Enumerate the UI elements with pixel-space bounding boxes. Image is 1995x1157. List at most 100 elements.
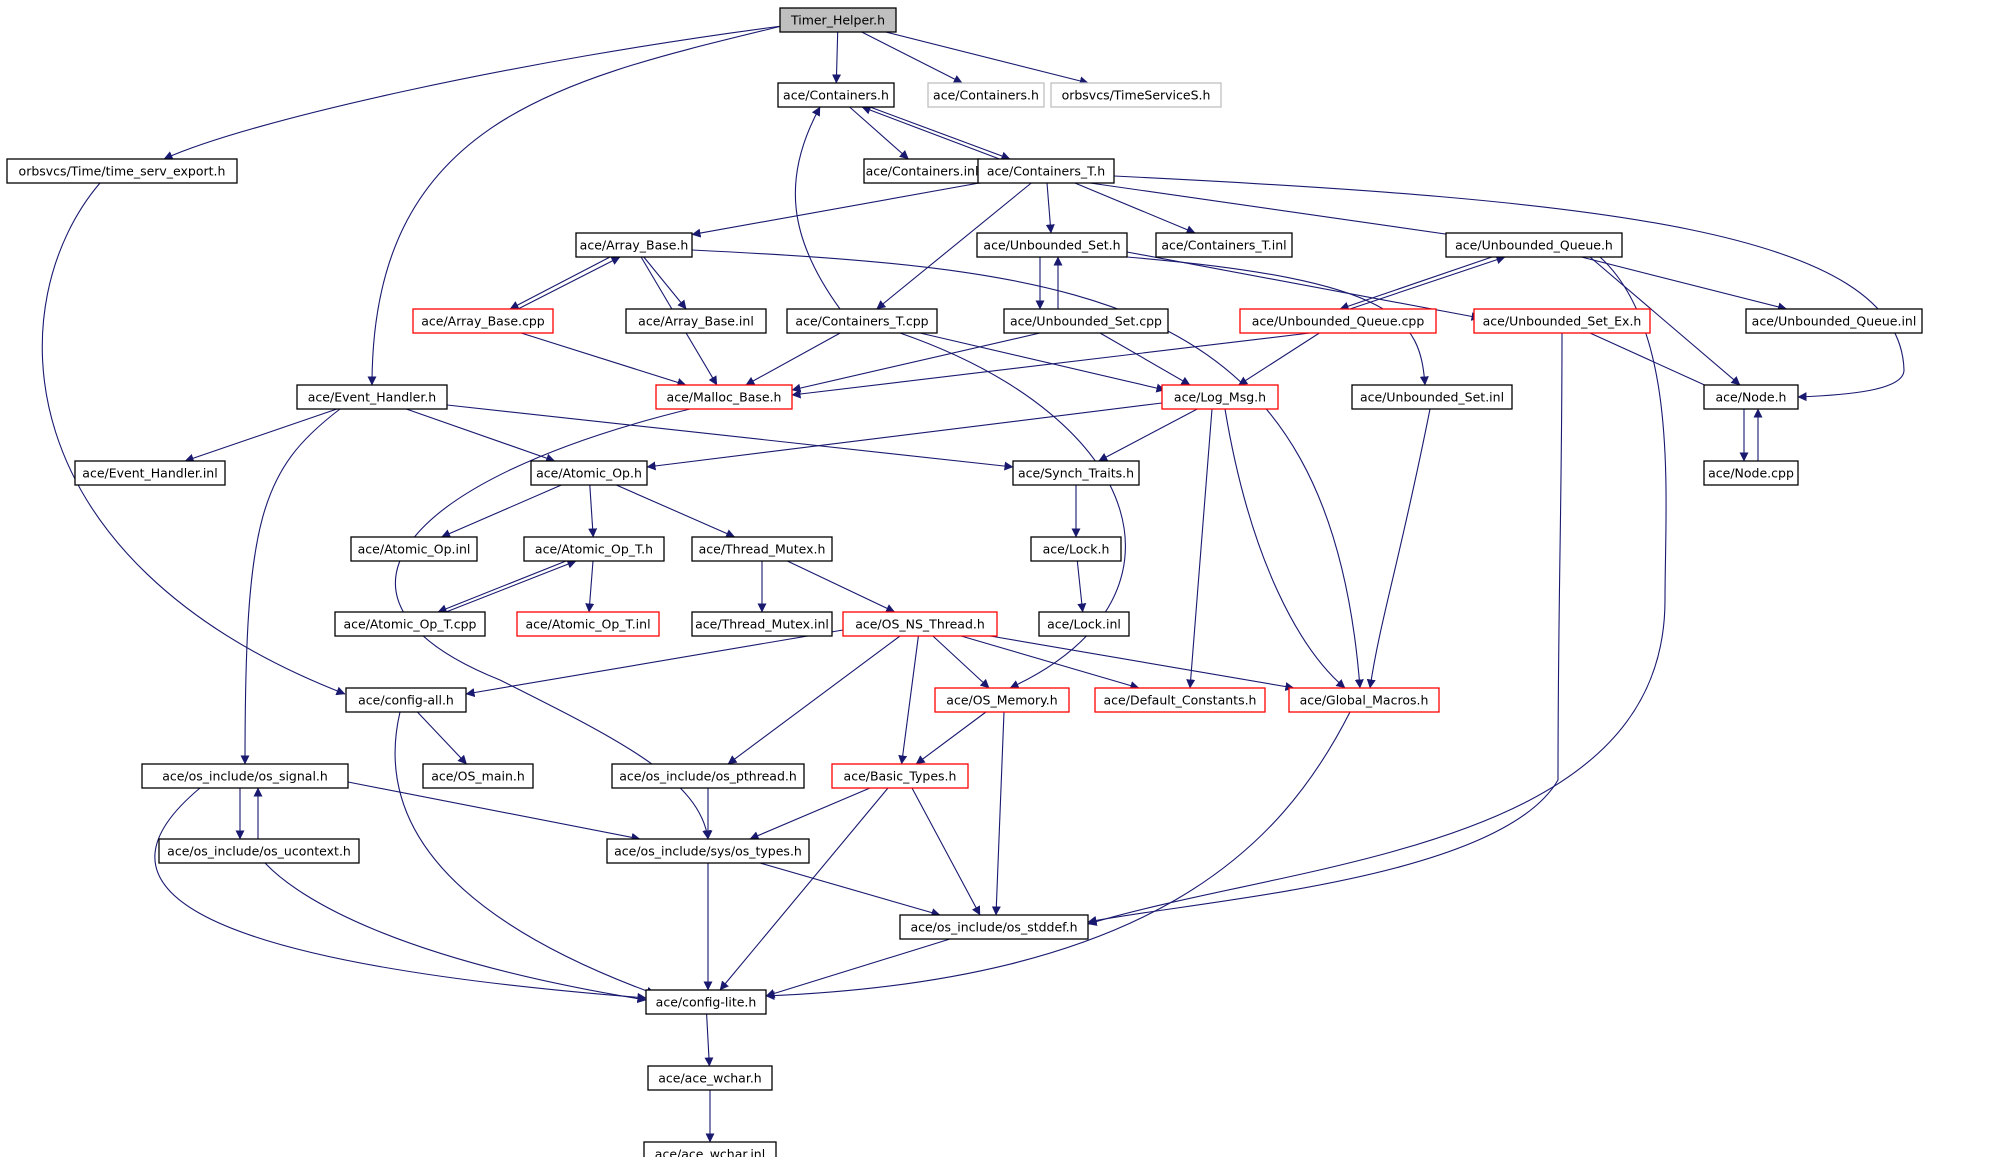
node-array-base-cpp[interactable]: ace/Array_Base.cpp	[412, 308, 554, 334]
node-event-handler-h[interactable]: ace/Event_Handler.h	[296, 384, 448, 410]
node-label: orbsvcs/Time/time_serv_export.h	[19, 164, 226, 179]
node-label: ace/Containers_T.cpp	[795, 314, 928, 329]
node-box	[777, 82, 895, 108]
edge-time_serv_export-to-config_all_h	[41, 182, 346, 696]
edge-containers_t_h-to-array_base_h	[691, 182, 980, 238]
node-array-base-h[interactable]: ace/Array_Base.h	[575, 232, 693, 258]
node-time-serv-export[interactable]: orbsvcs/Time/time_serv_export.h	[6, 158, 238, 184]
edge-config_all_h-to-config_lite_h	[394, 711, 656, 996]
node-unbounded-set-cpp[interactable]: ace/Unbounded_Set.cpp	[1003, 308, 1169, 334]
node-box	[74, 460, 226, 486]
node-atomic-op-t-cpp[interactable]: ace/Atomic_Op_T.cpp	[334, 611, 486, 637]
node-os-memory-h[interactable]: ace/OS_Memory.h	[934, 687, 1070, 713]
node-log-msg-h[interactable]: ace/Log_Msg.h	[1161, 384, 1279, 410]
node-atomic-op-t-inl[interactable]: ace/Atomic_Op_T.inl	[516, 611, 660, 637]
node-box	[831, 763, 969, 789]
node-os-signal-h[interactable]: ace/os_include/os_signal.h	[141, 763, 349, 789]
node-os-ucontext-h[interactable]: ace/os_include/os_ucontext.h	[158, 838, 360, 864]
node-node-h[interactable]: ace/Node.h	[1703, 384, 1799, 410]
node-label: ace/Containers_T.h	[987, 164, 1105, 179]
node-lock-h[interactable]: ace/Lock.h	[1030, 536, 1122, 562]
node-global-macros-h[interactable]: ace/Global_Macros.h	[1288, 687, 1440, 713]
node-array-base-inl[interactable]: ace/Array_Base.inl	[625, 308, 767, 334]
node-node-cpp[interactable]: ace/Node.cpp	[1703, 460, 1799, 486]
edge-unbounded_set_cpp-to-log_msg_h	[1099, 332, 1191, 386]
node-lock-inl[interactable]: ace/Lock.inl	[1038, 611, 1130, 637]
node-unbounded-set-h[interactable]: ace/Unbounded_Set.h	[976, 232, 1128, 258]
edge-containers_t_h-to-unbounded_queue_h	[1089, 182, 1481, 243]
node-unbounded-queue-cpp[interactable]: ace/Unbounded_Queue.cpp	[1239, 308, 1437, 334]
node-box	[523, 536, 665, 562]
node-atomic-op-h[interactable]: ace/Atomic_Op.h	[530, 460, 648, 486]
node-label: ace/Synch_Traits.h	[1018, 466, 1134, 481]
node-unbounded-queue-h[interactable]: ace/Unbounded_Queue.h	[1445, 232, 1623, 258]
node-label: ace/Atomic_Op_T.h	[535, 542, 653, 557]
node-thread-mutex-h[interactable]: ace/Thread_Mutex.h	[691, 536, 833, 562]
edge-containers_t_cpp-to-log_msg_h	[919, 332, 1166, 393]
node-box	[422, 763, 534, 789]
edge-lock_h-to-lock_inl	[1076, 560, 1087, 613]
edge-unbounded_set_h-to-unbounded_set_inl	[1126, 256, 1429, 386]
edge-containers_t_h-to-containers_t_inl	[1074, 182, 1196, 234]
node-label: ace/Default_Constants.h	[1104, 693, 1257, 708]
node-ace-wchar-inl[interactable]: ace/ace_wchar.inl	[643, 1141, 777, 1157]
node-box	[863, 158, 981, 184]
node-timer-helper[interactable]: Timer_Helper.h	[779, 7, 897, 33]
node-containers-t-inl[interactable]: ace/Containers_T.inl	[1155, 232, 1293, 258]
node-malloc-base-h[interactable]: ace/Malloc_Base.h	[655, 384, 793, 410]
edge-unbounded_queue_cpp-to-unbounded_queue_h	[1349, 255, 1506, 310]
node-box	[6, 158, 238, 184]
edge-containers_t_cpp-to-containers_h	[794, 106, 841, 310]
node-ace-wchar-h[interactable]: ace/ace_wchar.h	[647, 1065, 773, 1091]
node-os-main-h[interactable]: ace/OS_main.h	[422, 763, 534, 789]
node-unbounded-set-inl[interactable]: ace/Unbounded_Set.inl	[1351, 384, 1513, 410]
node-basic-types-h[interactable]: ace/Basic_Types.h	[831, 763, 969, 789]
node-os-stddef-h[interactable]: ace/os_include/os_stddef.h	[899, 914, 1089, 940]
node-synch-traits-h[interactable]: ace/Synch_Traits.h	[1012, 460, 1140, 486]
edge-unbounded_set_cpp-to-malloc_base_h	[791, 332, 1041, 393]
edge-basic_types_h-to-os_stddef_h	[911, 787, 981, 916]
node-label: ace/Unbounded_Set.cpp	[1010, 314, 1162, 329]
node-label: ace/os_include/sys/os_types.h	[614, 844, 802, 859]
node-box	[899, 914, 1089, 940]
edge-unbounded_set_h-to-unbounded_set_ex_h	[1126, 251, 1481, 321]
node-label: ace/os_include/os_signal.h	[162, 769, 328, 784]
edge-atomic_op_t_h-to-atomic_op_t_inl	[585, 560, 595, 613]
node-default-constants-h[interactable]: ace/Default_Constants.h	[1094, 687, 1266, 713]
node-os-types-h[interactable]: ace/os_include/sys/os_types.h	[606, 838, 810, 864]
node-box	[643, 1141, 777, 1157]
node-os-pthread-h[interactable]: ace/os_include/os_pthread.h	[611, 763, 805, 789]
node-containers-h[interactable]: ace/Containers.h	[777, 82, 895, 108]
node-label: ace/OS_main.h	[431, 769, 525, 784]
node-label: ace/ace_wchar.inl	[655, 1147, 765, 1157]
node-box	[1030, 536, 1122, 562]
node-box	[1161, 384, 1279, 410]
node-timeservices: orbsvcs/TimeServiceS.h	[1050, 82, 1222, 108]
node-label: ace/Atomic_Op_T.inl	[525, 617, 650, 632]
node-atomic-op-inl[interactable]: ace/Atomic_Op.inl	[350, 536, 478, 562]
node-unbounded-set-ex-h[interactable]: ace/Unbounded_Set_Ex.h	[1473, 308, 1651, 334]
edge-unbounded_queue_h-to-node_h	[1589, 256, 1741, 386]
node-layer: Timer_Helper.h ace/Containers.h ace/Contai…	[6, 7, 1923, 1157]
node-os-ns-thread-h[interactable]: ace/OS_NS_Thread.h	[842, 611, 998, 637]
node-label: ace/Event_Handler.h	[308, 390, 436, 405]
edge-os_signal_h-to-os_types_h	[347, 781, 641, 842]
edge-array_base_h-to-array_base_inl	[643, 256, 687, 310]
node-config-lite-h[interactable]: ace/config-lite.h	[645, 989, 767, 1015]
node-config-all-h[interactable]: ace/config-all.h	[345, 687, 467, 713]
edge-containers_t_cpp-to-os_memory_h	[899, 332, 1126, 689]
node-box	[786, 308, 938, 334]
edge-timer_helper-to-timeservices	[885, 31, 1089, 86]
node-thread-mutex-inl[interactable]: ace/Thread_Mutex.inl	[691, 611, 833, 637]
node-unbounded-queue-inl[interactable]: ace/Unbounded_Queue.inl	[1745, 308, 1923, 334]
node-box	[575, 232, 693, 258]
node-atomic-op-t-h[interactable]: ace/Atomic_Op_T.h	[523, 536, 665, 562]
edge-array_base_h-to-array_base_cpp	[509, 256, 611, 310]
node-box	[977, 158, 1115, 184]
node-event-handler-inl[interactable]: ace/Event_Handler.inl	[74, 460, 226, 486]
node-containers-t-cpp[interactable]: ace/Containers_T.cpp	[786, 308, 938, 334]
node-containers-t-h[interactable]: ace/Containers_T.h	[977, 158, 1115, 184]
node-containers-inl[interactable]: ace/Containers.inl	[863, 158, 981, 184]
node-label: ace/Containers.h	[783, 88, 889, 103]
edge-unbounded_set_ex_h-to-node_h	[1589, 332, 1721, 393]
